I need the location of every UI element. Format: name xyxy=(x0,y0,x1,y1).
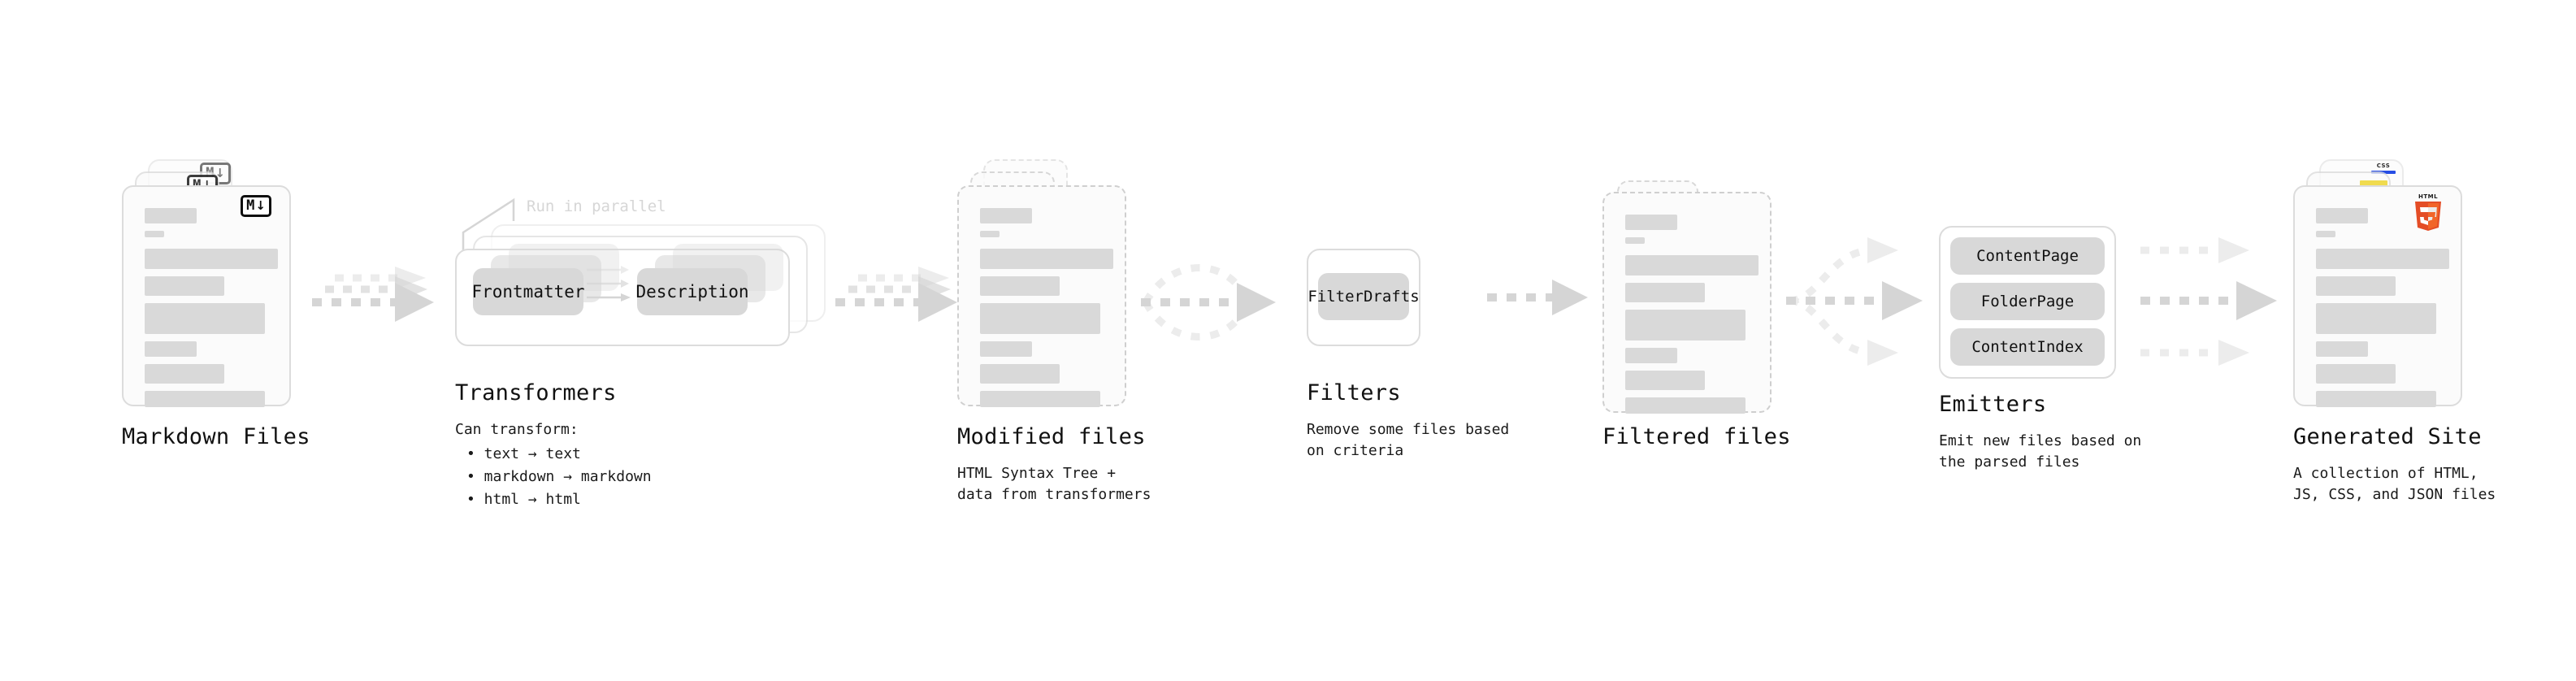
transformer-chip-frontmatter[interactable]: Frontmatter xyxy=(471,268,585,315)
transformer-internal-arrows xyxy=(587,266,631,301)
filter-chip-filterdrafts[interactable]: FilterDrafts xyxy=(1308,273,1420,320)
conn-filters-filtered xyxy=(1487,280,1588,315)
transformer-chip-description[interactable]: Description xyxy=(635,268,749,315)
emitter-chip-contentpage[interactable]: ContentPage xyxy=(1950,237,2105,275)
transformers-bullet-3: • html → html xyxy=(466,491,581,508)
conn-emitters-generated xyxy=(2140,237,2277,366)
emitter-chip-contentindex[interactable]: ContentIndex xyxy=(1950,328,2105,366)
stage-title-emitters: Emitters xyxy=(1939,392,2047,417)
conn-filtered-emitters xyxy=(1786,237,1923,366)
conn-transformers-modified xyxy=(835,267,957,322)
emitter-chip-folderpage[interactable]: FolderPage xyxy=(1950,283,2105,320)
transformers-bullet-1: • text → text xyxy=(466,445,581,462)
file-content-placeholder xyxy=(145,208,278,414)
stage-title-generated-site: Generated Site xyxy=(2293,424,2482,449)
stage-subtitle-emitters: Emit new files based on the parsed files xyxy=(1939,432,2142,471)
markdown-badge-letter: M xyxy=(246,197,255,214)
transformers-bullet-2: • markdown → markdown xyxy=(466,468,652,485)
filtered-file-card-front xyxy=(1602,192,1772,414)
run-in-parallel-label: Run in parallel xyxy=(527,197,666,215)
run-in-parallel-bracket xyxy=(462,197,515,252)
markdown-badge-front: M ↓ xyxy=(241,195,271,217)
conn-modified-filters xyxy=(1141,264,1276,340)
stage-subtitle-generated-site: A collection of HTML, JS, CSS, and JSON … xyxy=(2293,465,2496,503)
markdown-file-card-front xyxy=(122,185,291,407)
stage-subtitle-transformers: Can transform: xyxy=(455,421,579,438)
html5-logo-icon: HTML xyxy=(2415,193,2441,231)
file-content-placeholder xyxy=(980,208,1113,414)
stage-title-filtered-files: Filtered files xyxy=(1602,424,1791,449)
svg-text:HTML: HTML xyxy=(2418,193,2438,200)
file-content-placeholder xyxy=(2316,208,2449,414)
stage-title-markdown-files: Markdown Files xyxy=(122,424,310,449)
stage-subtitle-filters: Remove some files based on criteria xyxy=(1307,421,1510,459)
markdown-badge-arrow-icon: ↓ xyxy=(255,198,266,213)
modified-file-card-front xyxy=(957,185,1126,407)
conn-markdown-transformers xyxy=(312,267,434,322)
stage-title-modified-files: Modified files xyxy=(957,424,1146,449)
stage-title-transformers: Transformers xyxy=(455,380,617,406)
file-content-placeholder xyxy=(1625,215,1759,421)
stage-title-filters: Filters xyxy=(1307,380,1401,406)
stage-subtitle-modified-files: HTML Syntax Tree + data from transformer… xyxy=(957,465,1151,503)
